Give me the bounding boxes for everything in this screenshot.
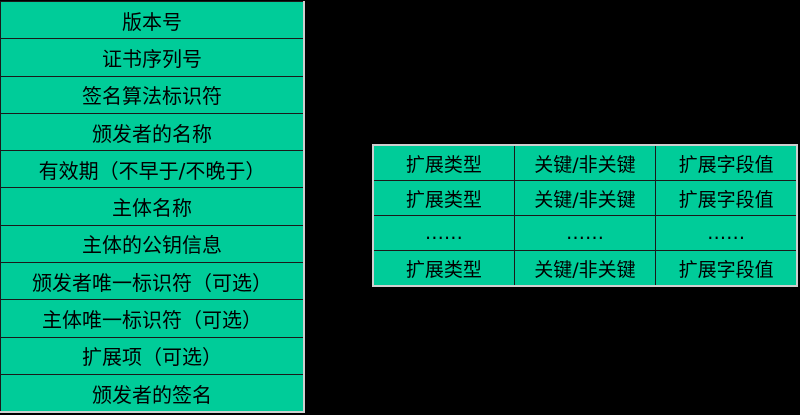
field-subject-name: 主体名称	[0, 187, 305, 226]
field-validity: 有效期（不早于/不晚于）	[0, 150, 305, 189]
extension-type: 扩展类型	[372, 250, 515, 287]
field-version: 版本号	[0, 0, 305, 40]
extension-type: 扩展类型	[372, 144, 515, 181]
ellipsis: ……	[513, 215, 657, 251]
field-extensions: 扩展项（可选）	[0, 336, 305, 375]
field-signature-algorithm: 签名算法标识符	[0, 75, 305, 114]
extension-type: 扩展类型	[372, 180, 515, 216]
field-subject-unique-id: 主体唯一标识符（可选）	[0, 299, 305, 338]
field-issuer-signature: 颁发者的签名	[0, 373, 305, 413]
extension-value: 扩展字段值	[655, 180, 798, 216]
ellipsis: ……	[655, 215, 798, 251]
extension-critical: 关键/非关键	[513, 250, 657, 287]
field-issuer-unique-id: 颁发者唯一标识符（可选）	[0, 262, 305, 301]
extension-row: 扩展类型 关键/非关键 扩展字段值	[372, 144, 798, 181]
field-serial-number: 证书序列号	[0, 38, 305, 77]
extension-value: 扩展字段值	[655, 144, 798, 181]
extension-row: 扩展类型 关键/非关键 扩展字段值	[372, 180, 798, 216]
certificate-structure-table: 版本号 证书序列号 签名算法标识符 颁发者的名称 有效期（不早于/不晚于） 主体…	[0, 0, 305, 414]
extension-critical: 关键/非关键	[513, 144, 657, 181]
ellipsis: ……	[372, 215, 515, 251]
extension-row-ellipsis: …… …… ……	[372, 215, 798, 251]
extension-value: 扩展字段值	[655, 250, 798, 287]
extension-row: 扩展类型 关键/非关键 扩展字段值	[372, 250, 798, 287]
extensions-table: 扩展类型 关键/非关键 扩展字段值 扩展类型 关键/非关键 扩展字段值 …… ……	[372, 144, 798, 287]
field-subject-public-key: 主体的公钥信息	[0, 224, 305, 264]
field-issuer-name: 颁发者的名称	[0, 112, 305, 152]
extension-critical: 关键/非关键	[513, 180, 657, 216]
